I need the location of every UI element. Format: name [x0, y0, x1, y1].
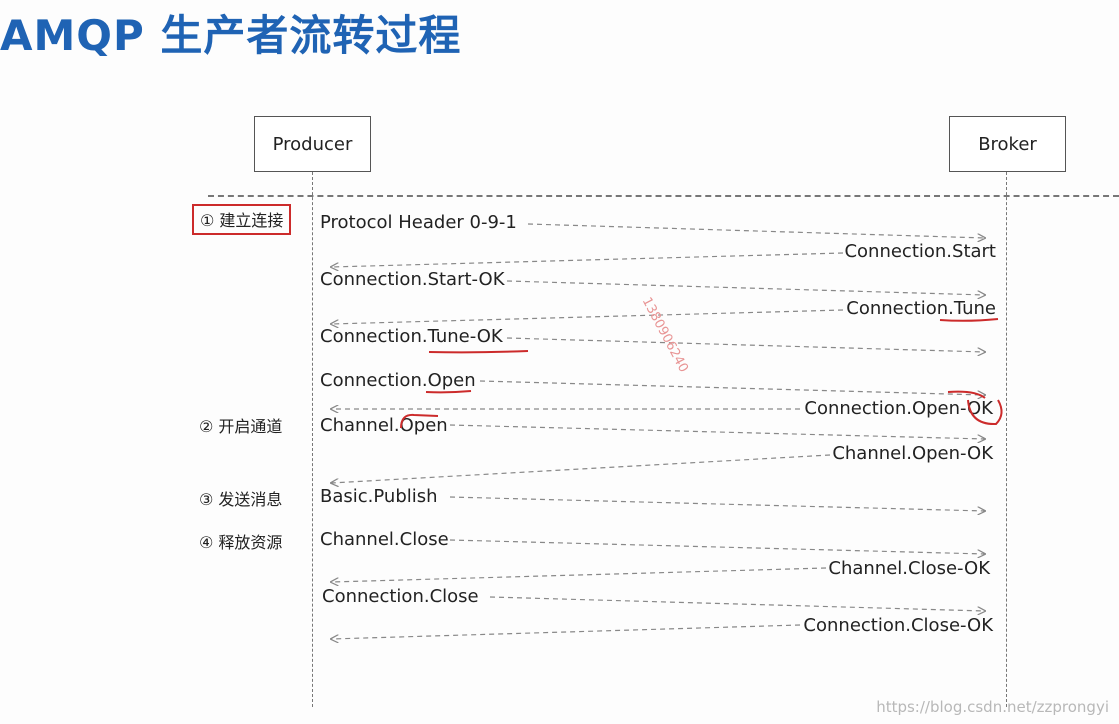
arrow-protocol-header	[527, 223, 985, 238]
hook-channel-open	[400, 413, 439, 429]
arrow-basic-publish	[449, 496, 985, 511]
arrow-connection-tune-ok	[506, 337, 985, 352]
message-label: Connection.Tune	[846, 298, 996, 319]
message-label: Channel.Open	[320, 415, 448, 436]
circle-ok	[967, 399, 1003, 426]
message-label: Basic.Publish	[320, 486, 438, 507]
message-label: Connection.Close-OK	[803, 615, 993, 636]
arrow-connection-close	[489, 596, 985, 611]
broker-lifeline	[1006, 172, 1007, 707]
message-label: Connection.Start-OK	[320, 269, 505, 290]
arrow-channel-close-ok	[331, 567, 827, 582]
underline-tune	[939, 318, 999, 322]
red-annotations	[400, 318, 1003, 429]
arrow-connection-start	[331, 252, 844, 267]
arrow-channel-close	[449, 539, 985, 554]
phase-open-channel: ② 开启通道	[199, 417, 283, 436]
producer-box: Producer	[254, 116, 371, 172]
message-label: Connection.Start	[844, 241, 996, 262]
arrow-connection-close-ok	[331, 624, 801, 639]
message-label: Protocol Header 0-9-1	[320, 212, 517, 233]
message-label: Connection.Open	[320, 370, 476, 391]
message-label: Channel.Open-OK	[832, 443, 993, 464]
producer-lifeline	[312, 172, 313, 707]
page-title: AMQP 生产者流转过程	[0, 11, 462, 60]
phase-establish-connection: ① 建立连接	[192, 204, 292, 235]
phase-release-resources: ④ 释放资源	[199, 533, 283, 552]
arrow-channel-open	[449, 424, 985, 439]
message-label: Connection.Open-OK	[804, 398, 993, 419]
underline-open	[425, 390, 472, 394]
hook-ok	[947, 390, 986, 399]
broker-box: Broker	[949, 116, 1066, 172]
arrow-connection-start-ok	[506, 280, 985, 295]
arrow-channel-open-ok	[331, 454, 831, 483]
message-label: Connection.Close	[322, 586, 479, 607]
section-separator	[208, 195, 1119, 197]
message-label: Connection.Tune-OK	[320, 326, 503, 347]
underline-tune-ok	[428, 350, 529, 354]
phase-send-message: ③ 发送消息	[199, 490, 283, 509]
watermark-url: https://blog.csdn.net/zzprongyi	[876, 698, 1109, 716]
message-label: Channel.Close	[320, 529, 449, 550]
arrow-connection-tune	[331, 309, 844, 324]
arrow-connection-open	[479, 380, 985, 395]
message-label: Channel.Close-OK	[828, 558, 990, 579]
